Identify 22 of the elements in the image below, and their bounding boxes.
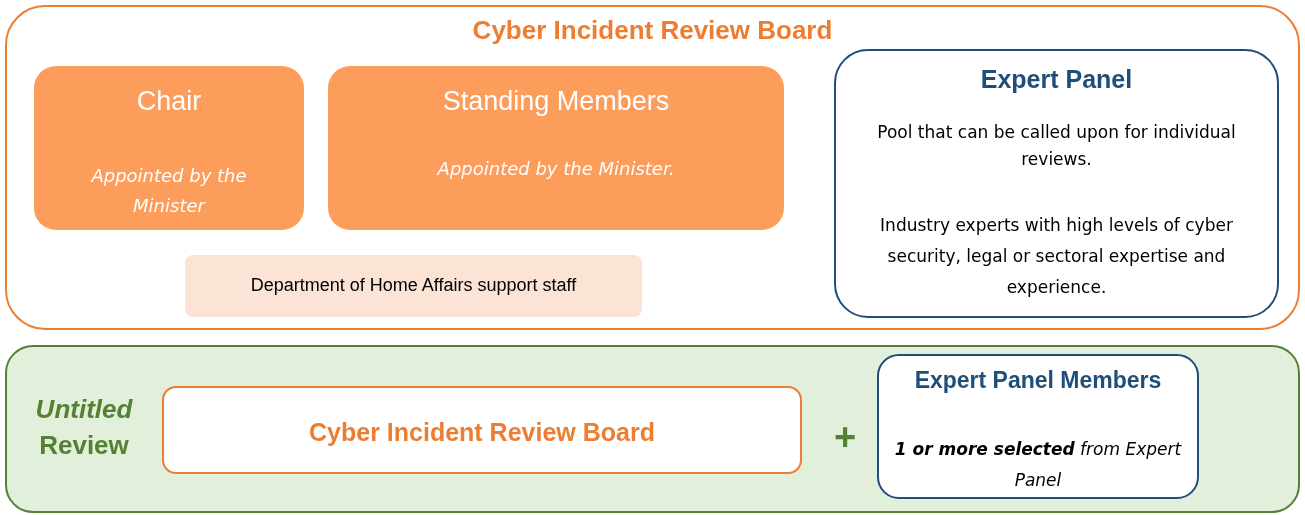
panel-box [834,49,1279,318]
staff-box [185,255,642,317]
plus-sign: + [832,416,858,459]
review-panel [5,345,1300,513]
box-title: Expert Panel Members [913,366,1163,395]
box-note: Appointed by the Minister. [435,158,676,179]
box-title: Chair [135,86,203,117]
box-text: Industry experts with high levels of cyber security, legal or sectoral expertise and experience. [879,214,1234,299]
members-box [877,354,1199,499]
box-note: Appointed by the Minister [89,164,248,218]
box-title: Expert Panel [979,65,1134,94]
panel-heading: Untitled Review [34,393,134,462]
role-box [328,66,784,230]
box-title: Standing Members [441,86,671,117]
board-frame [5,5,1300,330]
frame-title: Cyber Incident Review Board [471,15,834,46]
box-label: Department of Home Affairs support staff [249,275,578,296]
role-box [34,66,304,230]
box-text: 1 or more selected from Expert Panel [893,438,1183,492]
box-text: Pool that can be called upon for individual reviews. [876,121,1237,171]
box-label: Cyber Incident Review Board [308,418,656,447]
board-box [162,386,802,474]
